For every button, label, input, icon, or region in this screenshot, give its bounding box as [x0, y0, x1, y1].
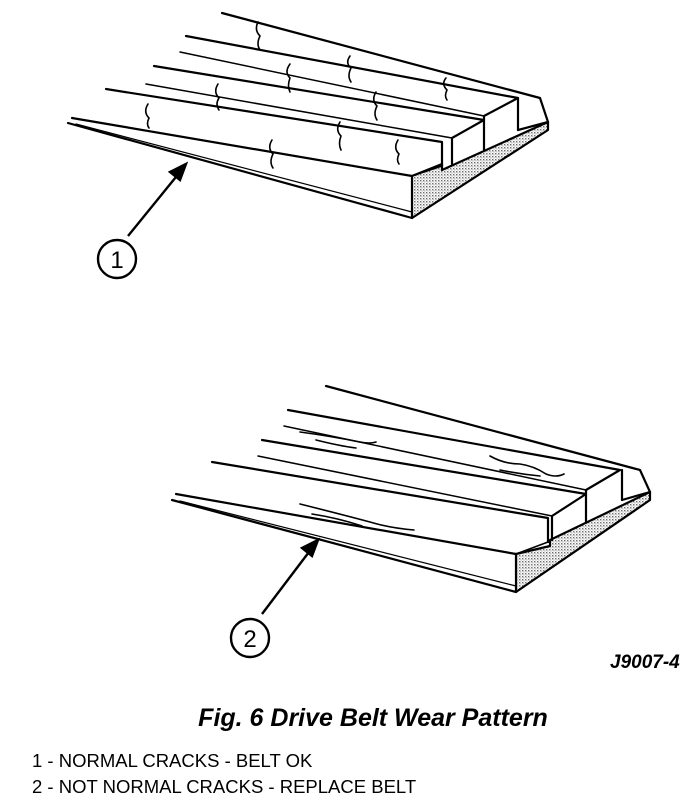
- callout-1-arrow: [127, 161, 189, 237]
- belt-2-rib: [286, 408, 622, 524]
- belt-1-rib: [184, 34, 520, 152]
- legend-item-1: 1 - NORMAL CRACKS - BELT OK: [32, 750, 313, 771]
- belt-wear-illustration: 1 2: [66, 11, 680, 673]
- figure-caption: Fig. 6 Drive Belt Wear Pattern: [198, 704, 548, 732]
- belt-1-rib: [152, 64, 486, 166]
- callout-1-number: 1: [110, 247, 123, 274]
- belt-2-rib: [210, 460, 550, 544]
- belt-1-base-edge: [66, 121, 414, 220]
- callout-2-arrow: [261, 537, 321, 615]
- legend: 1 - NORMAL CRACKS - BELT OK 2 - NOT NORM…: [32, 748, 416, 800]
- legend-item-2: 2 - NOT NORMAL CRACKS - REPLACE BELT: [32, 776, 417, 797]
- callout-2-number: 2: [243, 626, 256, 653]
- belt-2-base-edge: [170, 498, 518, 594]
- belt-not-normal-cracks: [170, 384, 652, 594]
- belt-2-rib: [260, 438, 588, 542]
- figure-id-code: J9007-4: [610, 652, 680, 673]
- belt-1-cross-section: [410, 120, 550, 220]
- belt-2-cracks: [299, 431, 565, 531]
- belt-normal-cracks: [66, 11, 550, 220]
- belt-2-rib: [324, 384, 652, 502]
- callout-1-marker: 1: [96, 238, 138, 280]
- belt-1-rib: [220, 11, 550, 132]
- callout-2-marker: 2: [229, 617, 271, 659]
- belt-1-cracks: [144, 21, 448, 169]
- belt-2-cross-section: [514, 490, 652, 594]
